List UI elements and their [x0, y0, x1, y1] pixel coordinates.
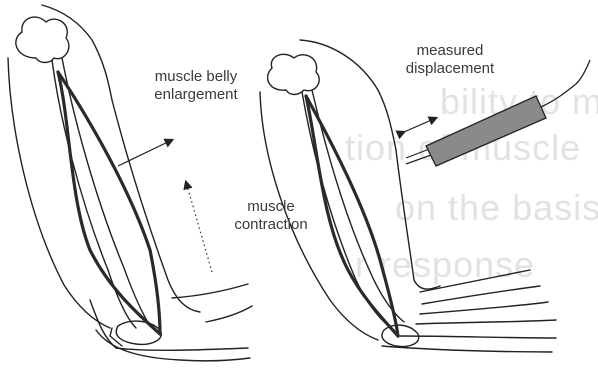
measured-displacement-label-line2: displacement [392, 60, 508, 78]
muscle-belly-label-line2: enlargement [130, 86, 262, 104]
muscle-belly-label: muscle belly enlargement [130, 68, 262, 104]
displacement-arrow [404, 118, 436, 132]
measured-displacement-label: measured displacement [392, 42, 508, 78]
right-arm [260, 40, 556, 352]
contraction-arrow [186, 182, 212, 272]
muscle-contraction-label-line2: contraction [216, 216, 326, 234]
right-humerus-head [268, 54, 320, 94]
left-humerus-head [16, 17, 69, 62]
measured-displacement-label-line1: measured [392, 42, 508, 60]
muscle-contraction-label-line1: muscle [216, 198, 326, 216]
muscle-contraction-label: muscle contraction [216, 198, 326, 234]
muscle-belly-label-line1: muscle belly [130, 68, 262, 86]
